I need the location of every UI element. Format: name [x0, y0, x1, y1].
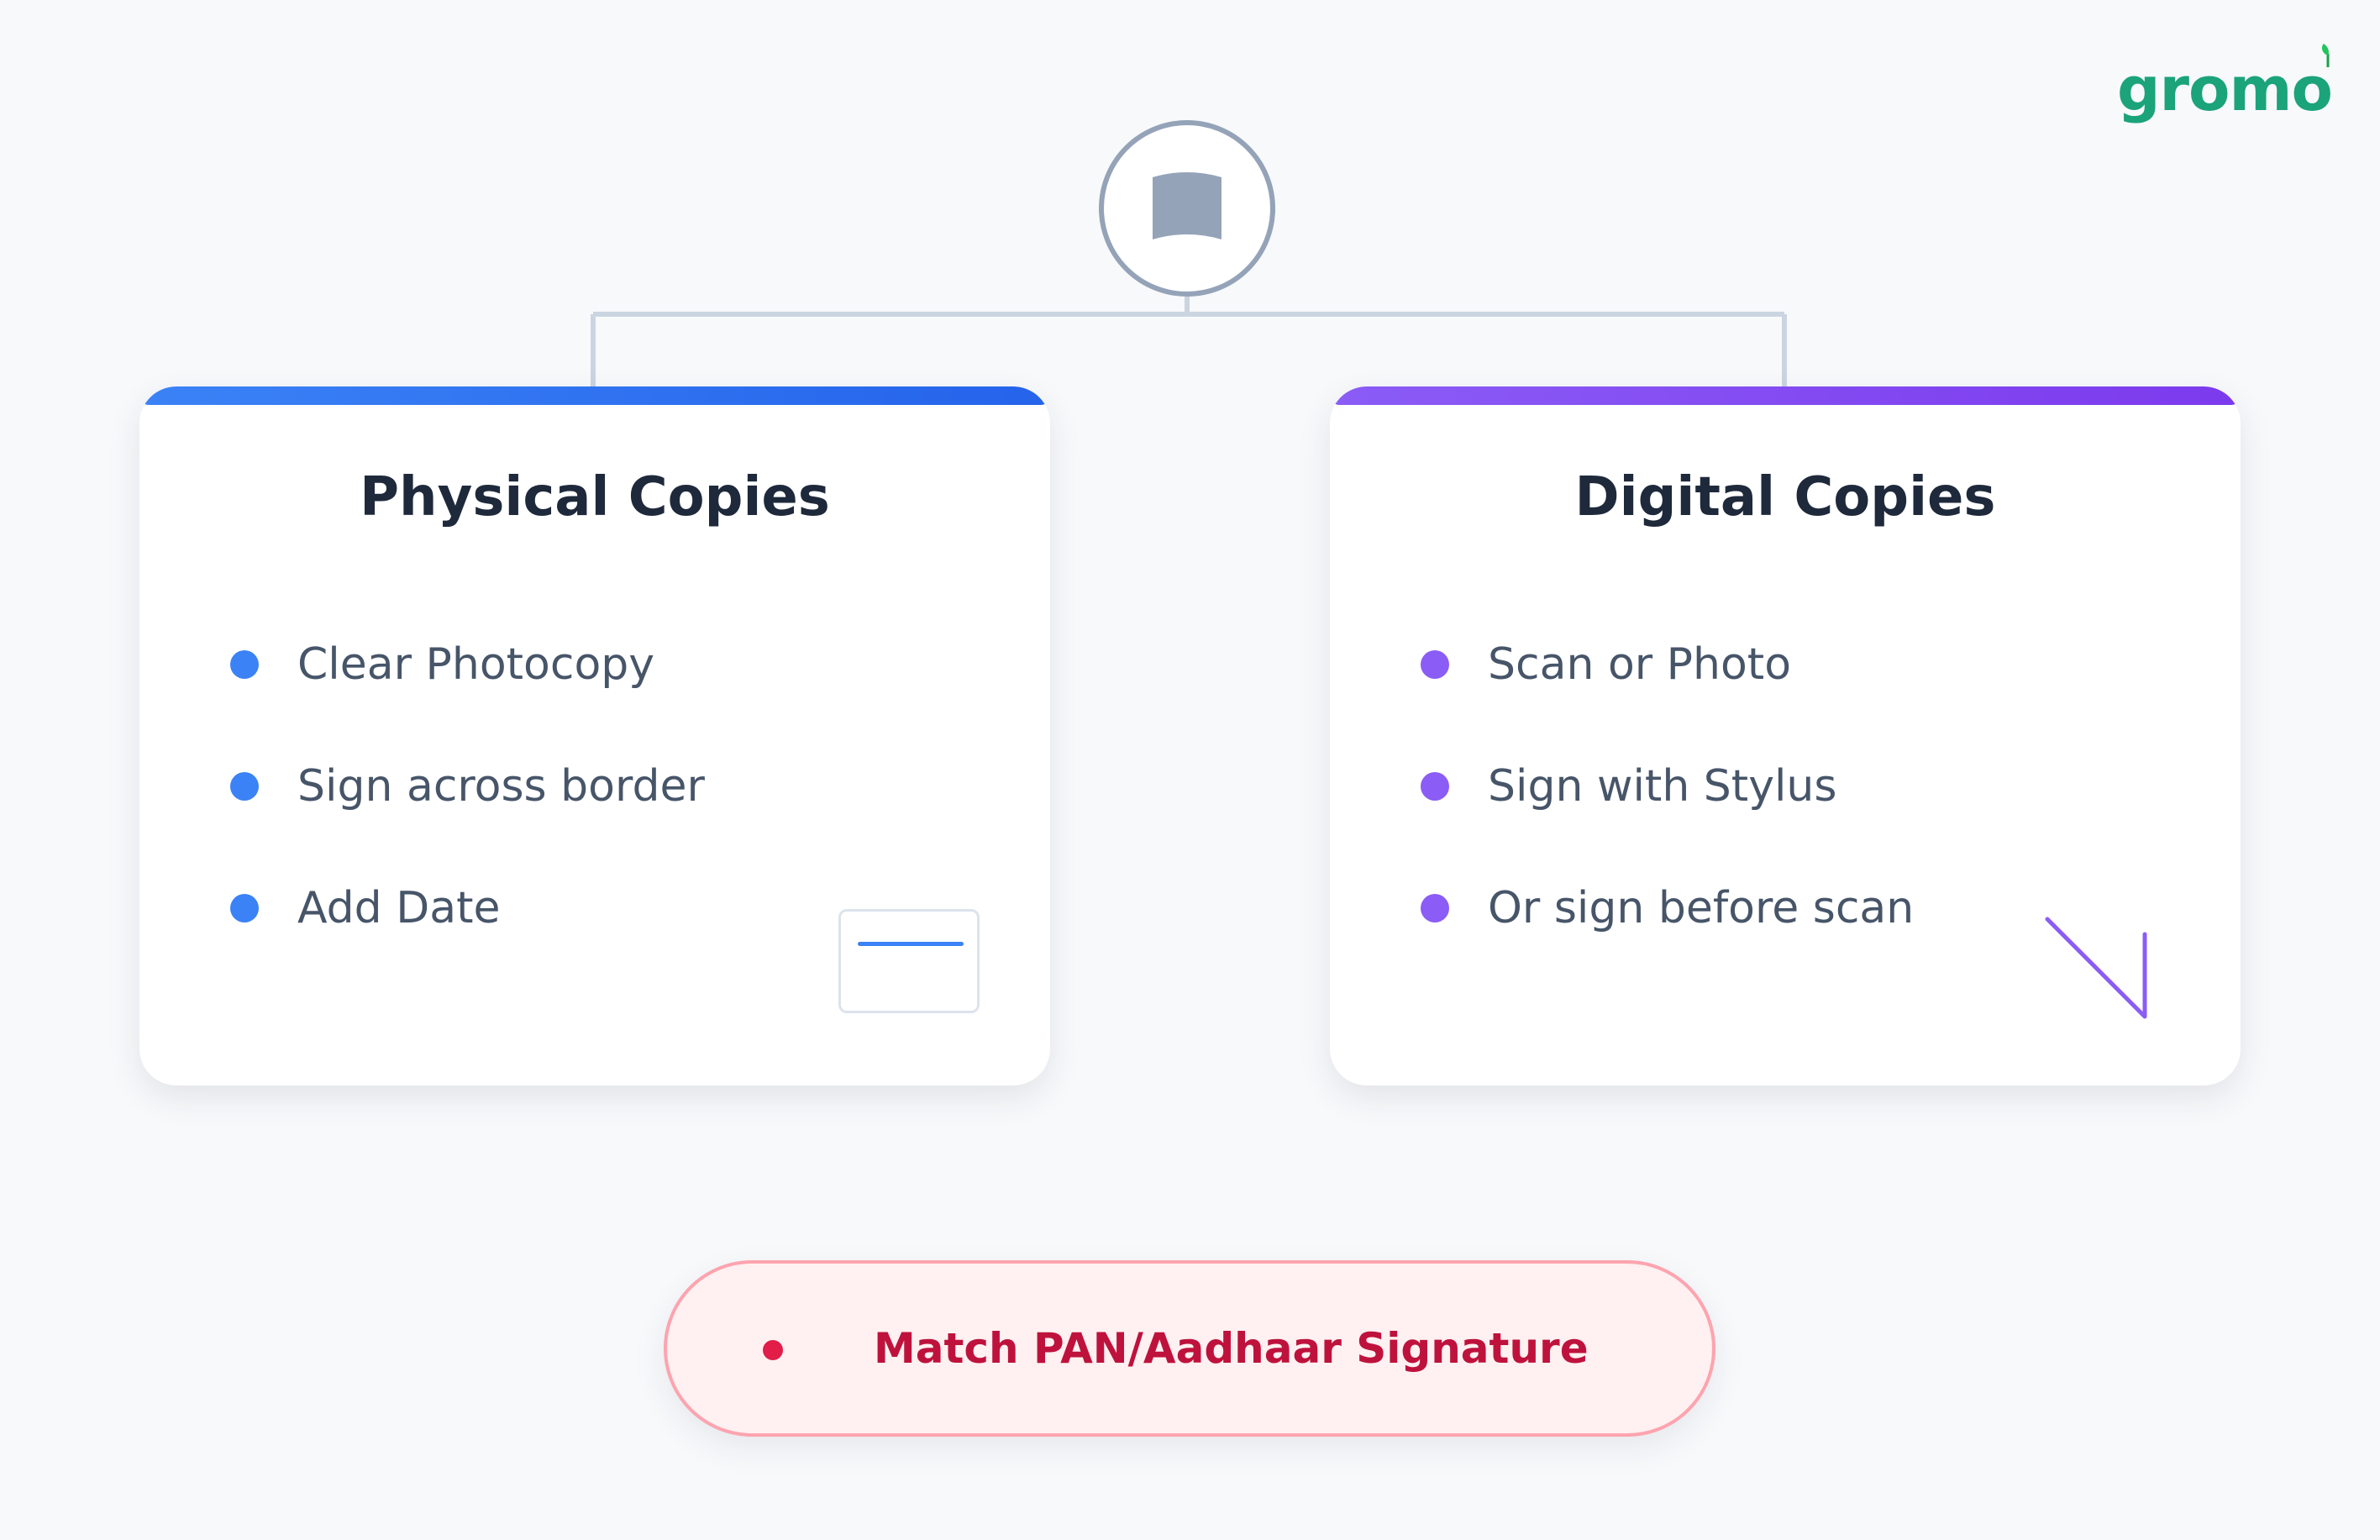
bullet-icon	[1421, 650, 1449, 679]
signature-match-callout: Match PAN/Aadhaar Signature	[664, 1260, 1715, 1437]
card-accent-bar	[1330, 386, 2241, 405]
card-title: Physical Copies	[360, 466, 830, 528]
list-item: Sign with Stylus	[1421, 757, 1836, 816]
bullet-icon	[1421, 894, 1449, 922]
bullet-icon	[230, 650, 259, 679]
bullet-icon	[1421, 772, 1449, 801]
list-item-label: Scan or Photo	[1488, 639, 1792, 690]
list-item: Clear Photocopy	[230, 635, 654, 694]
list-item: Or sign before scan	[1421, 879, 1914, 938]
root-node	[1099, 120, 1275, 297]
list-item: Add Date	[230, 879, 501, 938]
callout-text: Match PAN/Aadhaar Signature	[874, 1324, 1589, 1373]
document-icon	[1153, 172, 1222, 239]
card-title: Digital Copies	[1574, 466, 1996, 528]
list-item: Scan or Photo	[1421, 635, 1791, 694]
list-item-label: Add Date	[297, 883, 501, 933]
list-item: Sign across border	[230, 757, 705, 816]
sprout-icon	[2321, 44, 2330, 67]
list-item-label: Sign across border	[297, 761, 705, 812]
stylus-icon	[2045, 917, 2147, 1019]
photocopy-document-icon	[838, 909, 980, 1013]
list-item-label: Or sign before scan	[1488, 883, 1915, 933]
card-accent-bar	[139, 386, 1050, 405]
list-item-label: Sign with Stylus	[1488, 761, 1837, 812]
brand-logo-text: gromo	[2117, 54, 2333, 124]
alert-dot-icon	[763, 1340, 783, 1360]
brand-logo: gromo	[2117, 44, 2333, 119]
bullet-icon	[230, 772, 259, 801]
bullet-icon	[230, 894, 259, 922]
physical-copies-card: Physical Copies Clear Photocopy Sign acr…	[139, 386, 1050, 1085]
list-item-label: Clear Photocopy	[297, 639, 655, 690]
digital-copies-card: Digital Copies Scan or Photo Sign with S…	[1330, 386, 2241, 1085]
